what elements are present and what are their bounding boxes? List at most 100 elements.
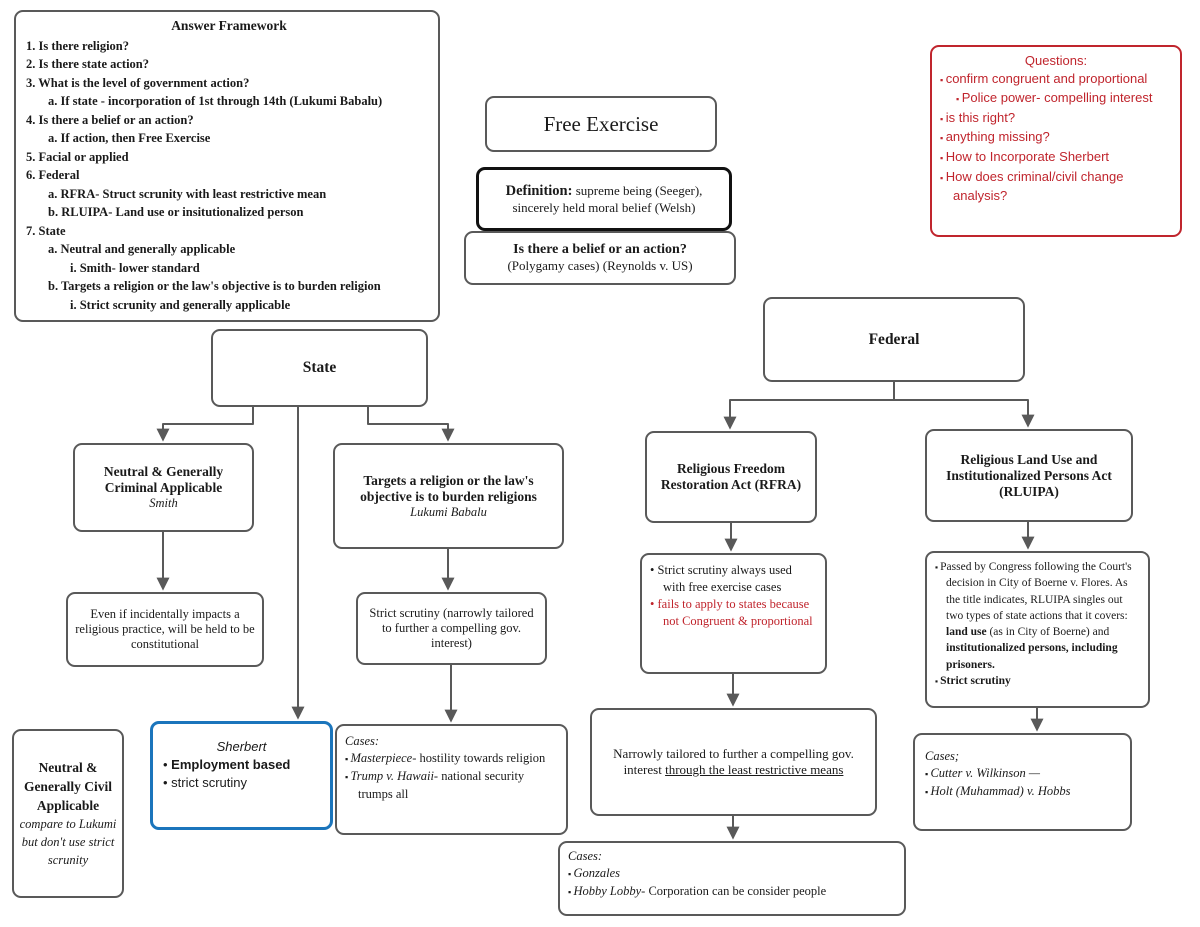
neutral-civil-note: Neutral & Generally Civil Applicable com…: [12, 729, 124, 898]
framework-item: b. Targets a religion or the law's objec…: [26, 277, 432, 296]
item-text: Neutral and generally applicable: [60, 242, 236, 256]
item-marker: 3.: [26, 75, 36, 90]
item-text: If action, then Free Exercise: [60, 131, 211, 145]
framework-item: 4. Is there a belief or an action?: [26, 111, 432, 130]
question-item: anything missing?: [940, 128, 1172, 148]
answer-framework-box: Answer Framework 1. Is there religion? 2…: [14, 10, 440, 322]
free-exercise-title-node: Free Exercise: [485, 96, 717, 152]
definition-text: Definition: supreme being (Seeger), sinc…: [505, 182, 703, 215]
definition-node: Definition: supreme being (Seeger), sinc…: [476, 167, 732, 231]
item-marker: 4.: [26, 112, 36, 127]
item-marker: 7.: [26, 223, 36, 238]
neutral-criminal-node: Neutral & Generally Criminal Applicable …: [73, 443, 254, 532]
node-title: Targets a religion or the law's objectiv…: [360, 472, 537, 504]
item-marker: b.: [48, 279, 59, 293]
definition-label: Definition:: [505, 182, 573, 199]
case-name: Lukumi Babalu: [410, 504, 487, 519]
case-name: Smith: [149, 496, 178, 510]
framework-item: b. RLUIPA- Land use or insitutionalized …: [26, 203, 432, 222]
question-item: How to Incorporate Sherbert: [940, 148, 1172, 168]
rfra-node: Religious Freedom Restoration Act (RFRA): [645, 431, 817, 523]
rfra-cases-node: Cases: Gonzales Hobby Lobby- Corporation…: [558, 841, 906, 916]
narrowly-tailored-node: Narrowly tailored to further a compellin…: [590, 708, 877, 816]
item-text: State: [38, 223, 66, 238]
framework-item: 7. State: [26, 222, 432, 241]
cases-label: Cases:: [345, 734, 380, 748]
framework-item: i. Strict scrunity and generally applica…: [26, 296, 432, 315]
item-text: Is there state action?: [38, 57, 150, 71]
question-item: How does criminal/civil change analysis?: [940, 168, 1172, 205]
cases-label: Cases;: [925, 749, 960, 763]
framework-item: 2. Is there state action?: [26, 55, 432, 74]
question-item: is this right?: [940, 109, 1172, 129]
item-text: Is there religion?: [38, 38, 130, 53]
item-text: Federal: [38, 168, 80, 182]
node-title: Neutral & Generally Civil Applicable: [23, 760, 113, 813]
rluipa-cases-node: Cases; Cutter v. Wilkinson — Holt (Muham…: [913, 733, 1132, 831]
item-marker: i.: [70, 297, 77, 312]
item-marker: 2.: [26, 57, 36, 71]
node-text: Narrowly tailored to further a compellin…: [613, 746, 854, 777]
question-item: Police power- compelling interest: [956, 89, 1172, 109]
question-item: confirm congruent and proportional: [940, 70, 1172, 90]
case-item: Holt (Muhammad) v. Hobbs: [925, 783, 1120, 801]
item-marker: b.: [48, 205, 59, 219]
rluipa-detail-node: Passed by Congress following the Court's…: [925, 551, 1150, 708]
item-marker: 1.: [26, 38, 36, 53]
case-item: Trump v. Hawaii- national security trump…: [345, 768, 558, 803]
targets-religion-node: Targets a religion or the law's objectiv…: [333, 443, 564, 549]
framework-item: a. RFRA- Struct scrunity with least rest…: [26, 185, 432, 204]
item-text: Facial or applied: [38, 149, 129, 164]
item-marker: 5.: [26, 149, 36, 164]
bullet-item-red: fails to apply to states because not Con…: [650, 596, 817, 630]
state-node: State: [211, 329, 428, 407]
answer-framework-title: Answer Framework: [171, 18, 287, 33]
case-item: Hobby Lobby- Corporation can be consider…: [568, 883, 896, 901]
belief-title: Is there a belief or an action?: [513, 242, 687, 257]
item-marker: a.: [48, 186, 58, 201]
bullet-item: Passed by Congress following the Court's…: [935, 559, 1140, 673]
item-marker: a.: [48, 94, 58, 108]
item-marker: i.: [70, 260, 77, 275]
item-text: RFRA- Struct scrunity with least restric…: [60, 186, 327, 201]
framework-item: a. If action, then Free Exercise: [26, 129, 432, 148]
item-marker: 6.: [26, 168, 36, 182]
item-marker: a.: [48, 131, 58, 145]
item-text: RLUIPA- Land use or insitutionalized per…: [61, 205, 304, 219]
bullet-item: Strict scrutiny always used with free ex…: [650, 562, 817, 596]
node-title: Neutral & Generally Criminal Applicable: [103, 464, 224, 495]
case-item: Cutter v. Wilkinson —: [925, 765, 1120, 783]
bullet-item: Strict scrutiny: [935, 673, 1140, 689]
item-text: Smith- lower standard: [79, 260, 200, 275]
framework-item: 6. Federal: [26, 166, 432, 185]
framework-item: a. Neutral and generally applicable: [26, 240, 432, 259]
item-text: If state - incorporation of 1st through …: [60, 94, 383, 108]
sherbert-node: Sherbert Employment based strict scrutin…: [150, 721, 333, 830]
framework-item: 1. Is there religion?: [26, 37, 432, 56]
item-text: Is there a belief or an action?: [38, 112, 194, 127]
item-text: What is the level of government action?: [38, 75, 250, 90]
item-text: Targets a religion or the law's objectiv…: [60, 279, 381, 293]
framework-item: i. Smith- lower standard: [26, 259, 432, 278]
bullet-item: strict scrutiny: [163, 774, 320, 792]
belief-or-action-node: Is there a belief or an action? (Polygam…: [464, 231, 736, 285]
framework-item: 3. What is the level of government actio…: [26, 74, 432, 93]
bullet-item: Employment based: [163, 756, 320, 774]
incidental-impact-node: Even if incidentally impacts a religious…: [66, 592, 264, 667]
item-text: Strict scrunity and generally applicable: [79, 297, 291, 312]
questions-title: Questions:: [1024, 53, 1088, 68]
strict-scrutiny-node: Strict scrutiny (narrowly tailored to fu…: [356, 592, 547, 665]
page-title: Free Exercise: [543, 111, 659, 136]
framework-item: 5. Facial or applied: [26, 148, 432, 167]
case-name: Sherbert: [216, 739, 267, 754]
questions-box: Questions: confirm congruent and proport…: [930, 45, 1182, 237]
item-marker: a.: [48, 242, 58, 256]
case-item: Gonzales: [568, 865, 896, 883]
rfra-points-node: Strict scrutiny always used with free ex…: [640, 553, 827, 674]
framework-item: a. If state - incorporation of 1st throu…: [26, 92, 432, 111]
federal-node: Federal: [763, 297, 1025, 382]
case-item: Masterpiece- hostility towards religion: [345, 750, 558, 768]
note-text: compare to Lukumi but don't use strict s…: [19, 817, 117, 867]
